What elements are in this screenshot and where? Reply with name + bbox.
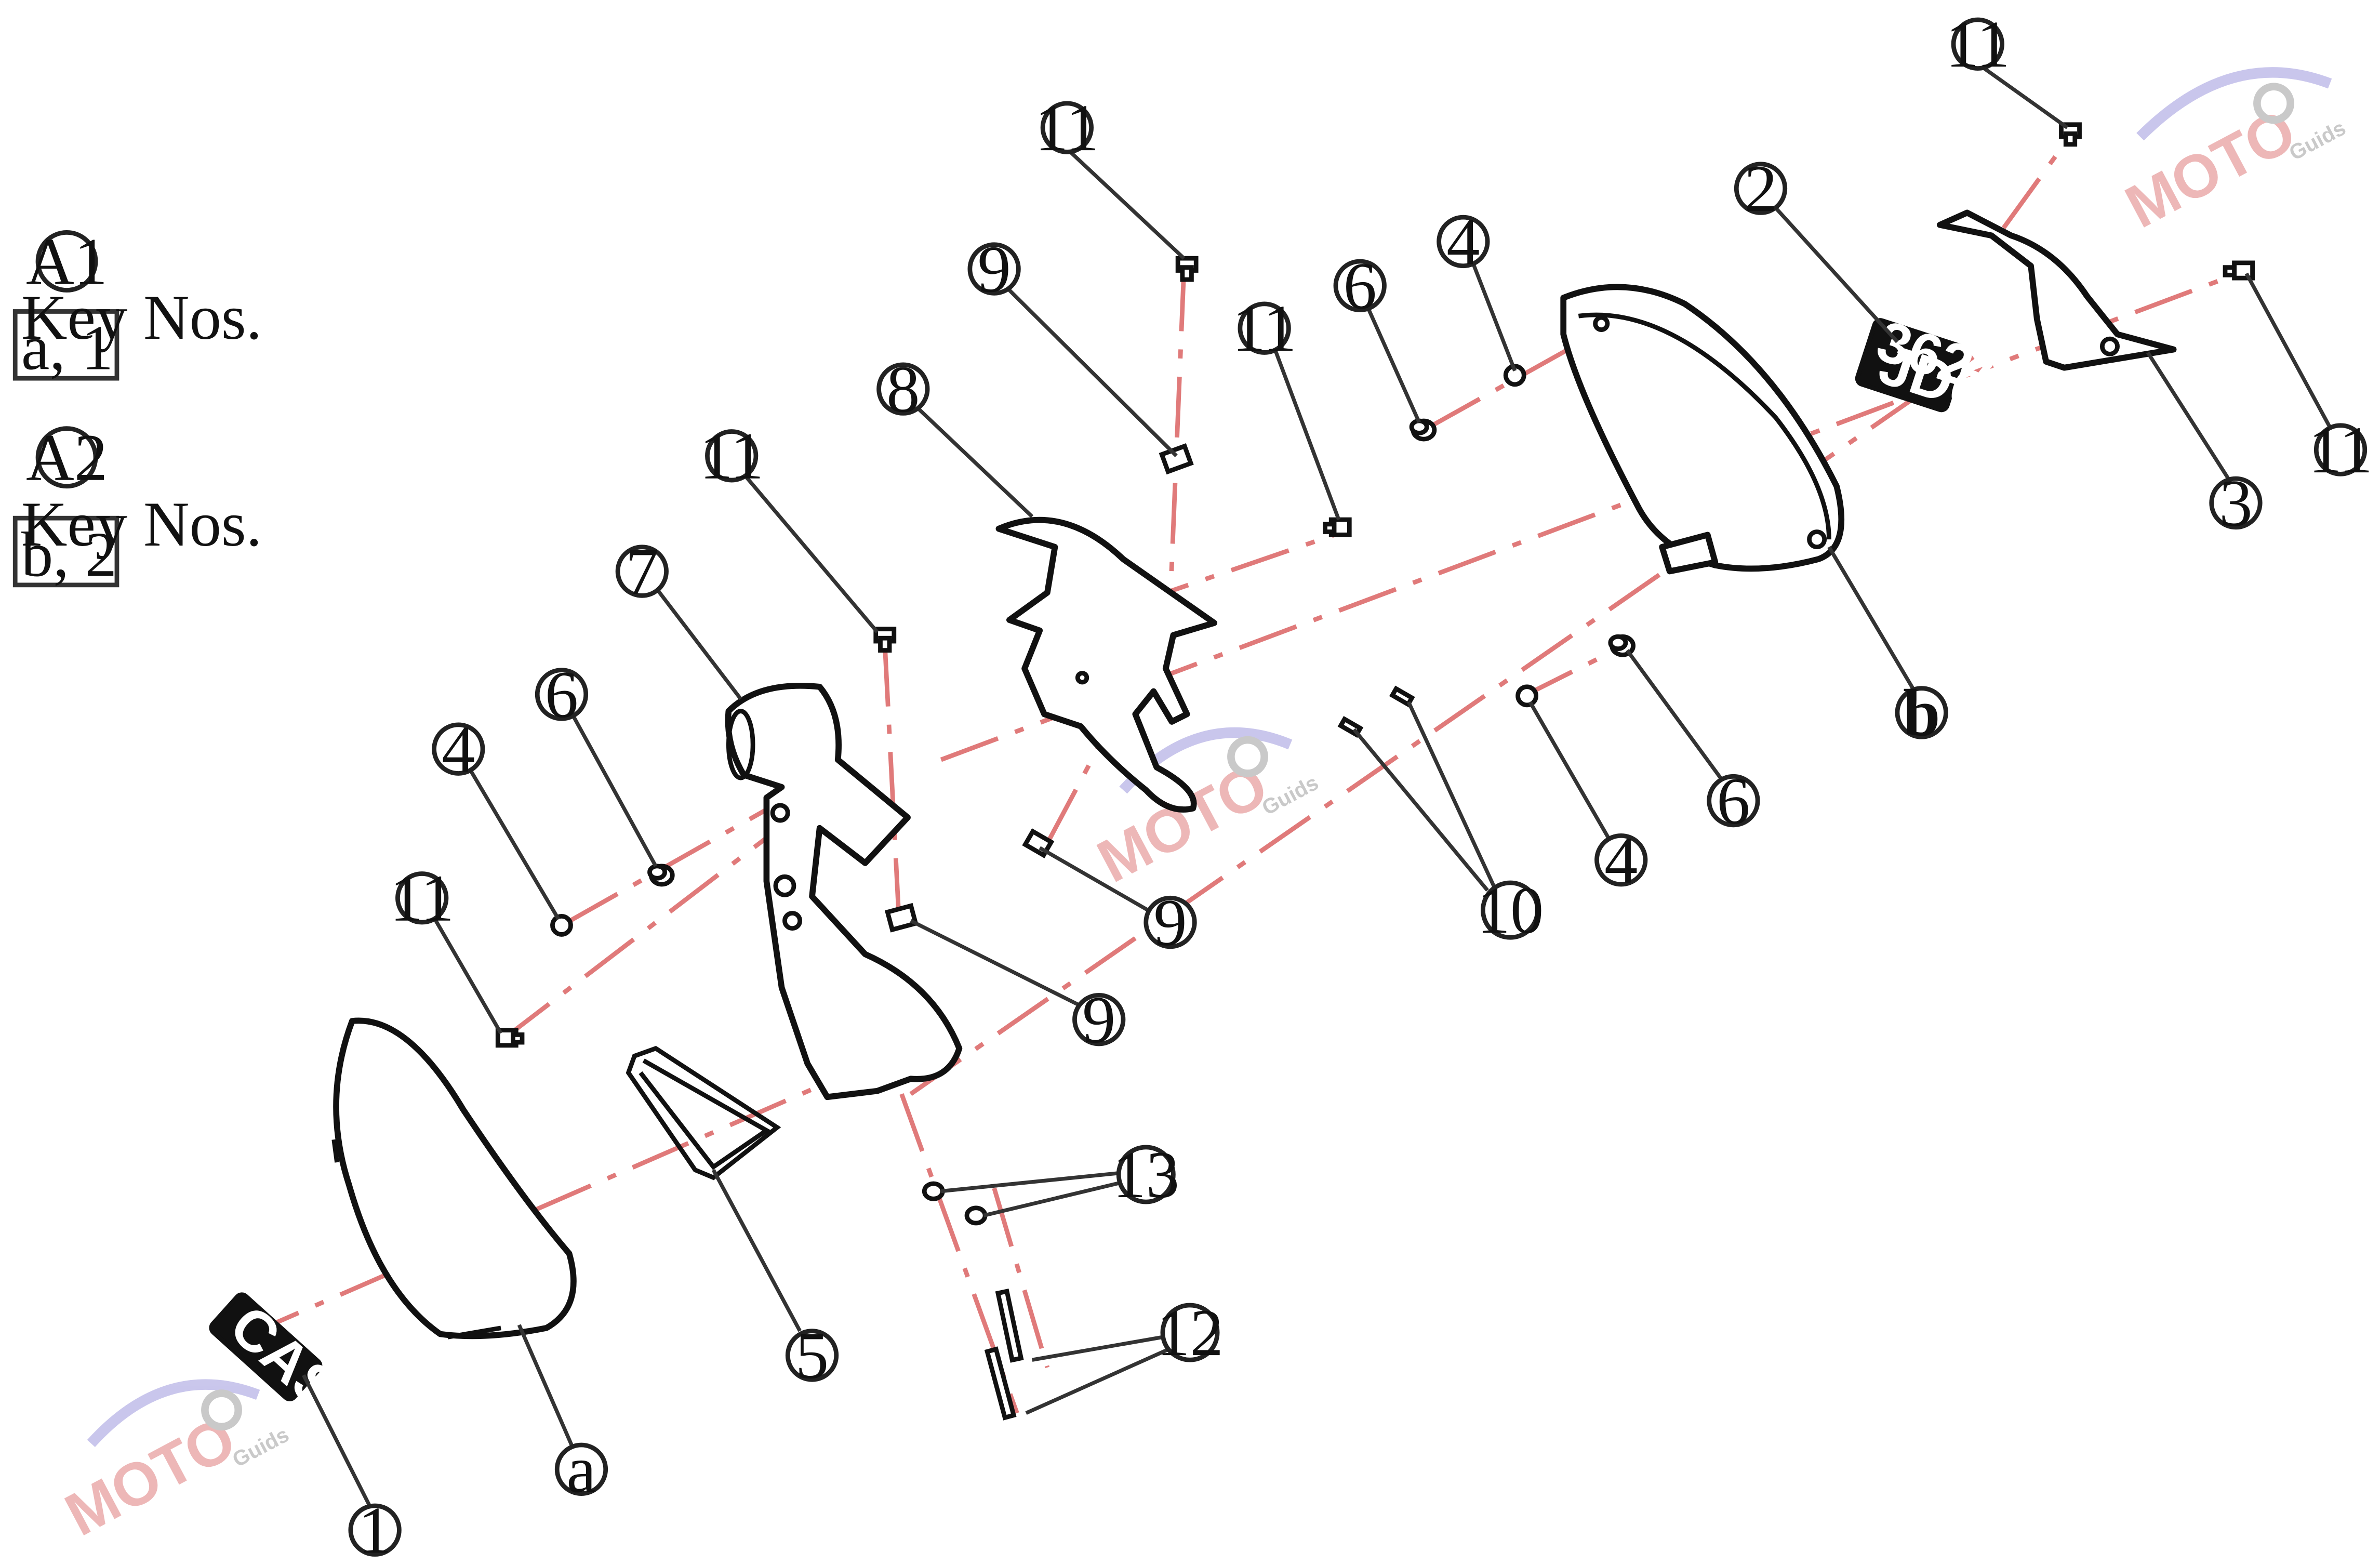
svg-text:8: 8: [886, 352, 920, 426]
callout-8: 8: [876, 352, 930, 426]
callout-6-top: 6: [1333, 248, 1387, 323]
svg-text:4: 4: [1446, 204, 1480, 278]
bolt-icon: [873, 627, 897, 653]
watermark-sub: Guids: [229, 1422, 293, 1471]
svg-text:4: 4: [1604, 823, 1638, 897]
svg-text:5: 5: [795, 1318, 829, 1392]
svg-text:11: 11: [1232, 291, 1297, 365]
side-cover-right-part-b: [1560, 284, 1844, 575]
svg-text:10: 10: [1477, 873, 1544, 947]
callout-12: 12: [1156, 1295, 1224, 1370]
watermark-sub: Guids: [1258, 771, 1322, 820]
svg-text:1: 1: [358, 1493, 391, 1565]
svg-text:12: 12: [1156, 1295, 1224, 1370]
legend-group-a1: A1: [26, 224, 108, 298]
callout-1: 1: [348, 1493, 402, 1565]
watermark-logo-bottomleft: MOTO Guids: [55, 1379, 293, 1549]
svg-text:b: b: [1903, 675, 1940, 750]
mounting-bracket-right-part-3: [1936, 209, 2177, 371]
nut-icon: [964, 1205, 988, 1226]
svg-text:b, 2: b, 2: [21, 519, 117, 590]
side-cover-left-part-a: [331, 1017, 577, 1339]
callout-9-mid: 9: [1144, 885, 1197, 960]
callout-9-top: 9: [967, 232, 1021, 306]
callout-11-lower-left: 11: [390, 861, 454, 935]
clip-icon: [1389, 685, 1415, 708]
svg-text:a: a: [566, 1432, 596, 1506]
washer-icon: [550, 913, 573, 937]
callout-6-left: 6: [535, 657, 589, 732]
legend-a2: A2 Key Nos. b, 2: [12, 420, 262, 590]
svg-text:11: 11: [2308, 413, 2373, 487]
rubber-grommet-icon: [1608, 634, 1636, 657]
svg-text:9: 9: [1082, 983, 1115, 1057]
rubber-grommet-icon: [1409, 418, 1437, 442]
svg-text:9: 9: [977, 232, 1010, 306]
bolt-icon: [495, 1028, 525, 1048]
svg-text:a, 1: a, 1: [21, 313, 113, 383]
callout-11-right: 11: [2308, 413, 2373, 487]
svg-text:11: 11: [1035, 90, 1099, 165]
stud-icon: [984, 1346, 1017, 1421]
svg-text:Key Nos.: Key Nos.: [21, 282, 262, 353]
spring-nut-icon: [884, 903, 919, 933]
svg-text:11: 11: [699, 419, 764, 493]
mounting-bracket-left-part-7: [725, 683, 963, 1100]
callout-11-top-right: 11: [1946, 7, 2010, 81]
callouts: 11 11 2 9 4 6 11 8 3 11 11 7 6 4 b 6 11 …: [348, 7, 2373, 1565]
callout-11-top-center: 11: [1035, 90, 1099, 165]
svg-text:A2: A2: [26, 420, 108, 495]
callout-4-top: 4: [1437, 204, 1490, 278]
svg-text:A1: A1: [26, 224, 108, 298]
callout-3: 3: [2209, 466, 2263, 540]
svg-text:7: 7: [626, 534, 659, 608]
badge-left-text: CASE: [218, 1293, 380, 1449]
leader-lines: [302, 62, 2333, 1508]
svg-text:6: 6: [545, 657, 578, 732]
svg-text:11: 11: [390, 861, 454, 935]
callout-7: 7: [615, 534, 669, 608]
svg-text:Key Nos.: Key Nos.: [21, 489, 262, 560]
callout-9-low: 9: [1072, 983, 1126, 1057]
callout-b: b: [1895, 675, 1948, 750]
svg-text:2: 2: [1744, 151, 1777, 226]
svg-text:13: 13: [1113, 1137, 1180, 1212]
nut-icon: [922, 1181, 945, 1201]
legend-group-a2: A2: [26, 420, 108, 495]
svg-text:3: 3: [2219, 466, 2252, 540]
callout-5: 5: [785, 1318, 839, 1392]
legend-keybox-a2: Key Nos. b, 2: [12, 489, 262, 590]
watermark-sub: Guids: [2285, 115, 2349, 165]
svg-text:4: 4: [442, 712, 475, 786]
callout-6-right: 6: [1707, 764, 1760, 838]
callout-4-right: 4: [1594, 823, 1648, 897]
legend-a1: A1 Key Nos. a, 1: [12, 224, 262, 383]
legend-keybox-a1: Key Nos. a, 1: [12, 282, 262, 383]
callout-11-left: 11: [699, 419, 764, 493]
svg-text:11: 11: [1946, 7, 2010, 81]
bolt-icon: [1323, 517, 1352, 537]
rubber-grommet-icon: [647, 864, 675, 887]
callout-2: 2: [1734, 151, 1788, 226]
callout-a: a: [554, 1432, 608, 1506]
wire-frame-part-5: [626, 1045, 781, 1181]
callout-11-mid: 11: [1232, 291, 1297, 365]
callout-13: 13: [1113, 1137, 1180, 1212]
svg-text:6: 6: [1344, 248, 1377, 323]
spring-nut-icon: [1159, 443, 1194, 475]
svg-text:9: 9: [1153, 885, 1187, 959]
bolt-icon: [1175, 256, 1199, 282]
callout-10: 10: [1477, 873, 1544, 947]
watermark-logo-topright: MOTO Guids: [2115, 67, 2349, 241]
callout-4-left: 4: [432, 712, 485, 786]
washer-icon: [1515, 684, 1538, 708]
center-bracket-part-8: [995, 517, 1218, 813]
stud-icon: [995, 1289, 1024, 1363]
svg-text:6: 6: [1717, 764, 1750, 838]
